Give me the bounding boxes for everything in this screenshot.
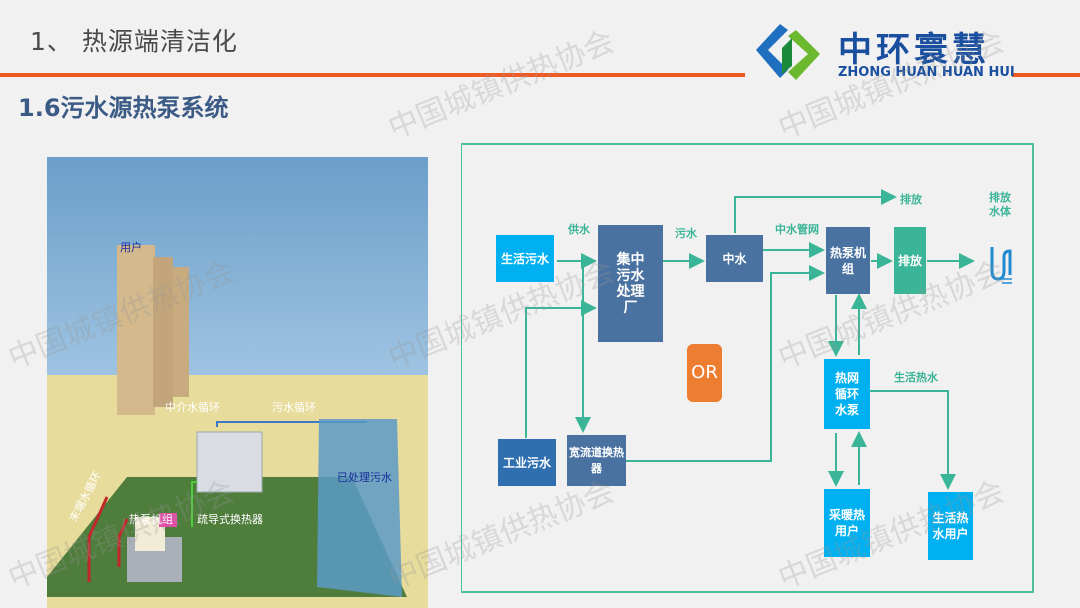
box-heat-pump: 热泵机组 (826, 227, 870, 294)
label-reclaimed-network: 中水管网 (775, 223, 819, 236)
title-divider (0, 73, 745, 77)
system-illustration: 用户 中介水循环 污水循环 已处理污水 热泵机组 疏导式换热器 末端水循环 (47, 157, 428, 608)
label-heat-pump: 热泵机组 (129, 513, 173, 526)
box-industrial-sewage: 工业污水 (498, 439, 556, 486)
or-badge: OR (687, 344, 722, 402)
watermark: 中国城镇供热协会 (383, 24, 620, 147)
label-treated-sewage: 已处理污水 (337, 471, 392, 484)
flow-arrows (525, 189, 975, 490)
box-domestic-sewage: 生活污水 (496, 235, 554, 282)
box-treatment-plant: 集中污水处理厂 (598, 225, 663, 342)
label-users: 用户 (120, 241, 142, 254)
box-discharge: 排放 (894, 227, 926, 294)
logo-text: 中环寰慧 (838, 30, 990, 70)
logo-icon (756, 24, 820, 80)
flow-diagram: 生活污水 集中污水处理厂 中水 热泵机组 排放 工业污水 宽流道换热器 OR 热… (461, 143, 1034, 593)
label-supply: 供水 (568, 223, 590, 236)
box-wide-channel-exchanger: 宽流道换热器 (567, 435, 626, 486)
label-discharge-water-body: 排放水体 (989, 191, 1011, 218)
box-hot-water-users: 生活热水用户 (928, 492, 973, 560)
box-heating-users: 采暖热用户 (824, 489, 870, 557)
slide-subtitle: 1.6污水源热泵系统 (18, 94, 229, 122)
label-sewage: 污水 (675, 227, 697, 240)
box-circulation-pump: 热网循环水泵 (824, 359, 870, 429)
water-body-icon (990, 247, 1012, 284)
title-divider-right (1012, 73, 1080, 77)
logo-subtext: ZHONG HUAN HUAN HUI (838, 65, 1015, 80)
label-hot-water: 生活热水 (894, 371, 938, 384)
label-discharge-top: 排放 (900, 193, 922, 206)
label-intermediate-loop: 中介水循环 (165, 401, 220, 414)
box-reclaimed-water: 中水 (706, 235, 763, 282)
label-exchanger: 疏导式换热器 (197, 513, 263, 526)
slide-section-title: 1、 热源端清洁化 (30, 27, 238, 56)
label-sewage-loop: 污水循环 (272, 401, 316, 414)
